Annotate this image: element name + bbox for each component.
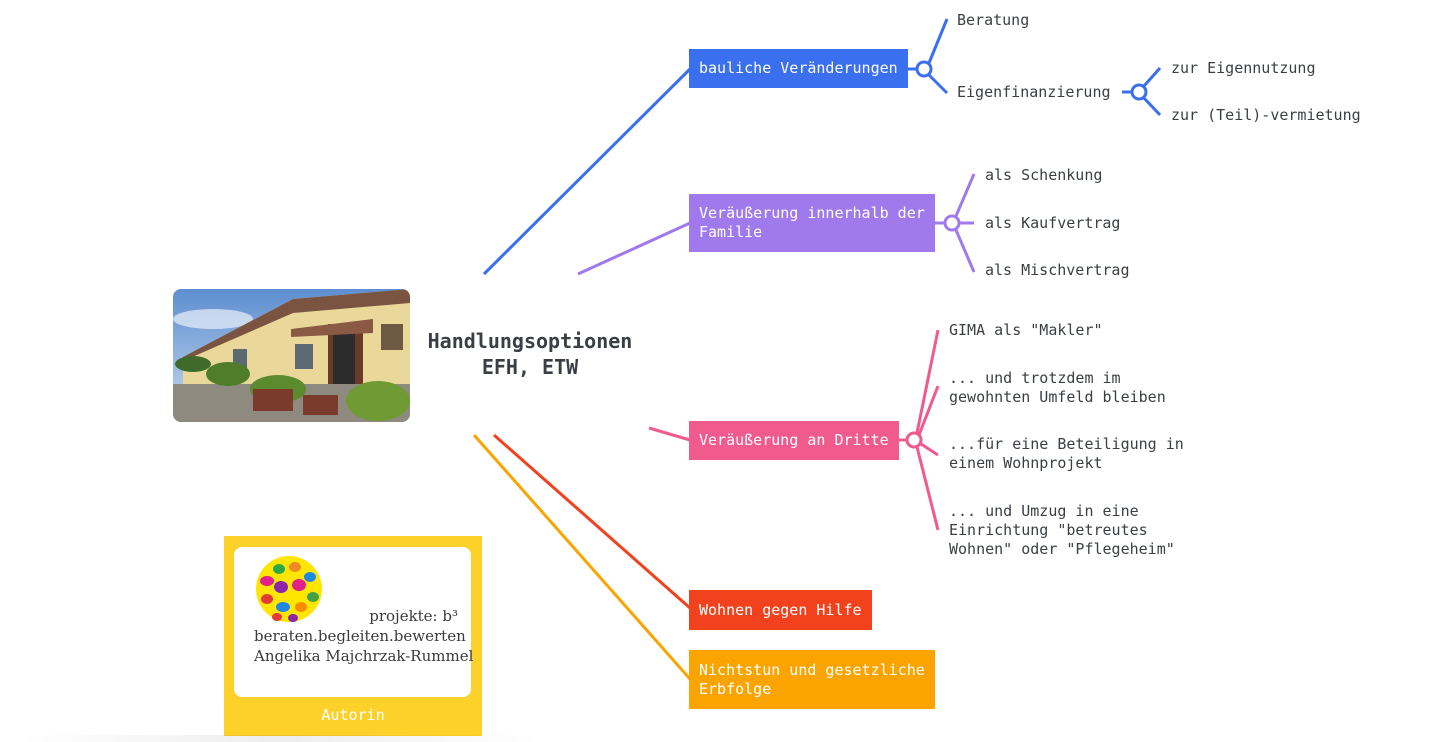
- bauliche-subconnectors: [907, 18, 1162, 117]
- connector-familie: [577, 221, 691, 276]
- central-topic[interactable]: Handlungsoptionen EFH, ETW: [427, 329, 633, 379]
- familie-subconnectors: [934, 173, 976, 273]
- author-card[interactable]: projekte: b³ beraten.begleiten.bewerten …: [224, 536, 482, 736]
- branch-bauliche-veraenderungen[interactable]: bauliche Veränderungen: [689, 49, 908, 88]
- author-name: Angelika Majchrzak-Rummel: [254, 647, 474, 665]
- branch-wohnen-gegen-hilfe[interactable]: Wohnen gegen Hilfe: [689, 590, 872, 630]
- topic-gima-makler[interactable]: GIMA als "Makler": [949, 321, 1103, 339]
- topic-eigennutzung[interactable]: zur Eigennutzung: [1171, 59, 1316, 77]
- topic-eigenfinanzierung[interactable]: Eigenfinanzierung: [957, 83, 1111, 101]
- topic-schenkung[interactable]: als Schenkung: [985, 166, 1103, 184]
- topic-kaufvertrag[interactable]: als Kaufvertrag: [985, 214, 1121, 232]
- topic-wohnprojekt[interactable]: ...für eine Beteiligung in einem Wohnpro…: [949, 435, 1184, 472]
- author-label: Autorin: [321, 706, 385, 724]
- topic-teilvermietung[interactable]: zur (Teil)-vermietung: [1171, 106, 1361, 124]
- connector-bauliche: [482, 67, 692, 276]
- author-company: projekte: b³: [369, 607, 458, 625]
- branch-veraeusserung-dritte[interactable]: Veräußerung an Dritte: [689, 421, 899, 460]
- topic-gewohntes-umfeld[interactable]: ... und trotzdem im gewohnten Umfeld ble…: [949, 369, 1166, 406]
- branch-nichtstun-erbfolge[interactable]: Nichtstun und gesetzliche Erbfolge: [689, 650, 935, 709]
- connector-hilfe: [493, 433, 691, 610]
- topic-umzug-einrichtung[interactable]: ... und Umzug in eine Einrichtung "betre…: [949, 502, 1175, 558]
- topic-mischvertrag[interactable]: als Mischvertrag: [985, 261, 1130, 279]
- branch-veraeusserung-familie[interactable]: Veräußerung innerhalb der Familie: [689, 194, 935, 252]
- author-logo: [256, 556, 322, 622]
- house-photo: [173, 289, 410, 422]
- author-tagline: beraten.begleiten.bewerten: [254, 627, 466, 645]
- dritte-subconnectors: [898, 329, 940, 531]
- author-card-inner: projekte: b³ beraten.begleiten.bewerten …: [234, 547, 474, 697]
- topic-beratung[interactable]: Beratung: [957, 11, 1030, 29]
- connector-erbfolge: [472, 434, 692, 680]
- connector-dritte: [648, 426, 691, 442]
- bottom-shadow: [20, 735, 540, 742]
